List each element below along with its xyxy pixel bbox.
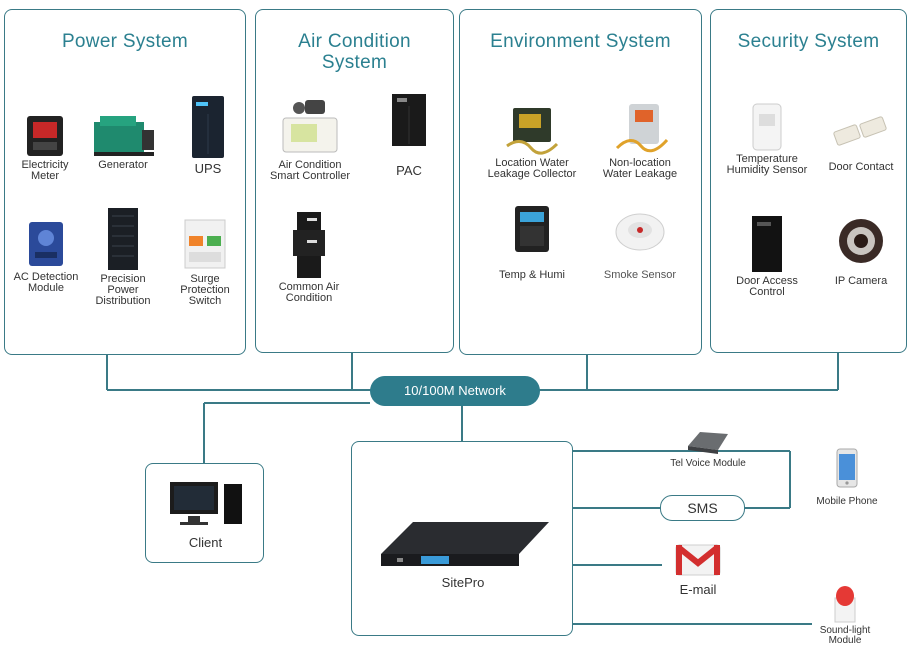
- client-computer-icon: [169, 482, 242, 525]
- smoke-sensor-label: Smoke Sensor: [603, 269, 677, 281]
- ups-device: UPS: [173, 94, 243, 176]
- mobile-phone-device: Mobile Phone: [806, 448, 888, 507]
- client-panel: Client: [145, 463, 264, 563]
- door-contact-label: Door Contact: [828, 161, 894, 173]
- email-device: E-mail: [660, 543, 736, 597]
- client-device: Client: [146, 478, 265, 550]
- mobile-phone-label: Mobile Phone: [816, 496, 878, 507]
- electricity-meter-icon: [27, 116, 63, 156]
- temp-humi-device: Temp & Humi: [482, 202, 582, 281]
- nonlocation-water-icon: [615, 104, 669, 153]
- sitepro-panel: SitePro: [351, 441, 573, 636]
- tel-voice-module-label: Tel Voice Module: [670, 458, 746, 469]
- smoke-sensor-device: Smoke Sensor: [590, 206, 690, 281]
- generator-icon: [94, 116, 154, 156]
- temp-humidity-sensor-icon: [752, 103, 782, 151]
- power-system-title: Power System: [61, 31, 189, 52]
- surge-protection-icon: [184, 219, 226, 269]
- generator-device: Generator: [85, 114, 161, 171]
- sitepro-unit-icon: [381, 522, 549, 566]
- environment-title: Environment System: [490, 31, 671, 52]
- pac-device: PAC: [374, 92, 444, 178]
- precision-power-icon: [108, 208, 138, 270]
- common-ac-icon: [293, 212, 325, 278]
- temp-humi-label: Temp & Humi: [498, 269, 566, 281]
- mobile-phone-icon: [836, 448, 858, 488]
- ac-smart-controller-icon: [282, 100, 338, 153]
- temp-humi-icon: [515, 206, 549, 252]
- ups-label: UPS: [194, 161, 222, 176]
- ip-camera-label: IP Camera: [834, 275, 888, 287]
- tel-voice-module-device: Tel Voice Module: [662, 428, 754, 469]
- sitepro-label: SitePro: [441, 575, 485, 590]
- ip-camera-icon: [839, 219, 883, 263]
- email-label: E-mail: [679, 582, 717, 597]
- ac-detection-icon: [29, 222, 63, 266]
- email-icon: [675, 544, 721, 576]
- ip-camera-device: IP Camera: [817, 216, 905, 287]
- generator-label: Generator: [98, 159, 148, 171]
- ups-icon: [192, 96, 224, 158]
- security-title: Security System: [737, 31, 880, 52]
- smoke-sensor-icon: [615, 213, 665, 251]
- pac-label: PAC: [396, 163, 422, 178]
- sound-light-icon: [834, 586, 856, 623]
- sms-box: SMS: [660, 495, 745, 521]
- door-contact-device: Door Contact: [817, 112, 905, 173]
- location-water-icon: [506, 108, 559, 155]
- network-label: 10/100M Network: [370, 376, 540, 406]
- pac-icon: [392, 94, 426, 146]
- sitepro-device: SitePro: [352, 514, 574, 590]
- client-label: Client: [188, 535, 223, 550]
- door-access-icon: [752, 216, 782, 272]
- door-contact-icon: [833, 116, 887, 146]
- tel-voice-module-icon: [688, 432, 728, 454]
